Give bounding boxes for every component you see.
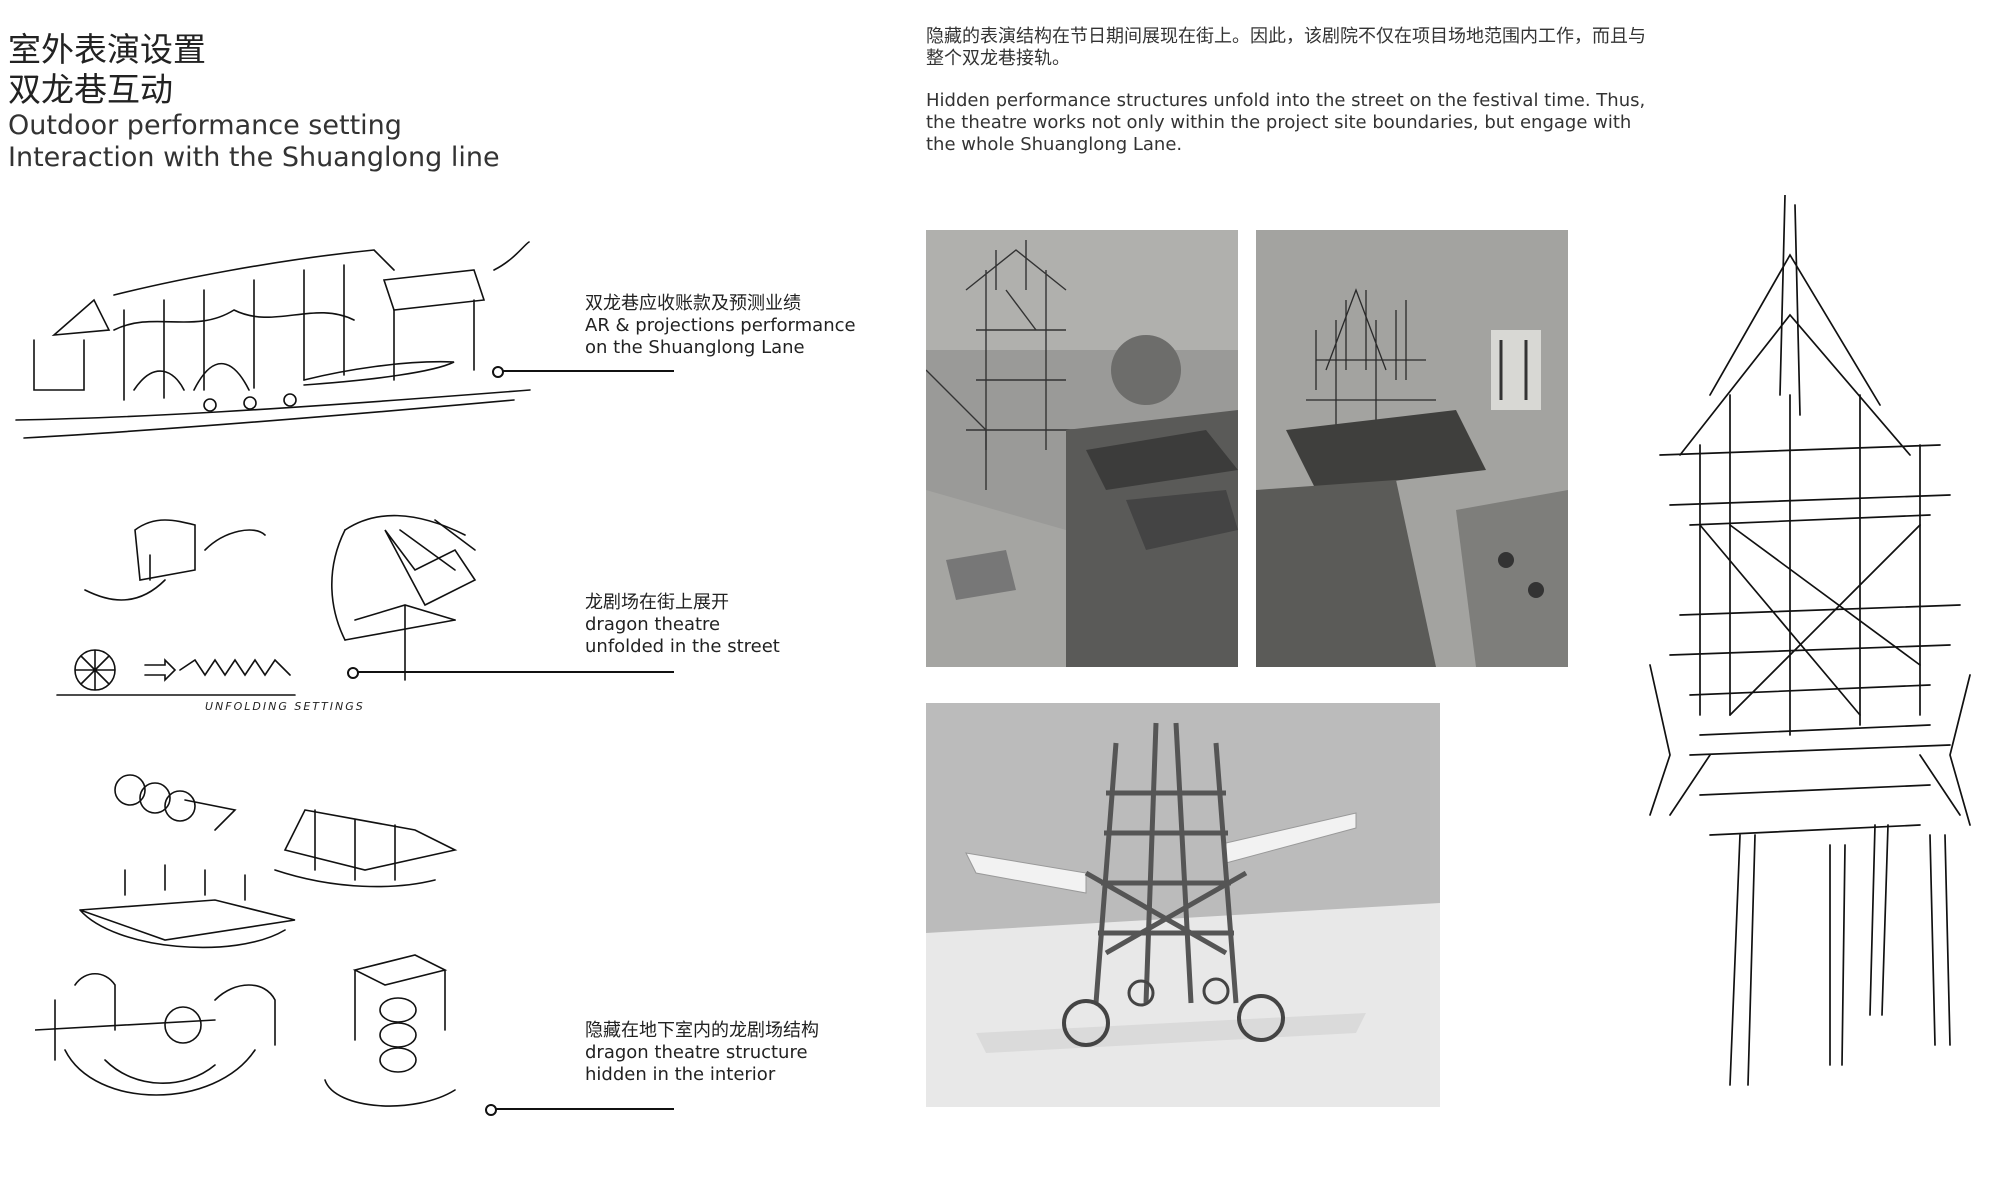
caption-2-en-2: unfolded in the street <box>585 636 780 657</box>
caption-1-en-1: AR & projections performance <box>585 315 856 336</box>
leader-2-dot <box>347 667 359 679</box>
leader-3-line <box>495 1108 674 1110</box>
page-title-en: Outdoor performance setting Interaction … <box>8 110 500 174</box>
caption-3-cn: 隐藏在地下室内的龙剧场结构 <box>585 1020 819 1041</box>
painting-right <box>1256 230 1568 667</box>
caption-3-en-2: hidden in the interior <box>585 1064 776 1085</box>
intro-en: Hidden performance structures unfold int… <box>926 90 1646 155</box>
leader-3-dot <box>485 1104 497 1116</box>
leader-1-dot <box>492 366 504 378</box>
caption-1: 双龙巷应收账款及预测业绩 AR & projections performanc… <box>585 293 856 359</box>
caption-2: 龙剧场在街上展开 dragon theatre unfolded in the … <box>585 592 780 658</box>
leader-1-line <box>502 370 674 372</box>
street-sketch <box>14 240 534 450</box>
title-cn-line-2: 双龙巷互动 <box>8 70 173 109</box>
caption-3-en-1: dragon theatre structure <box>585 1042 808 1063</box>
tower-sketch <box>1630 195 2000 1095</box>
interior-sketch <box>35 770 505 1130</box>
title-en-line-2: Interaction with the Shuanglong line <box>8 142 500 173</box>
unfolding-sketch <box>55 510 535 720</box>
caption-3: 隐藏在地下室内的龙剧场结构 dragon theatre structure h… <box>585 1020 819 1086</box>
title-cn-line-1: 室外表演设置 <box>8 30 206 69</box>
caption-2-cn: 龙剧场在街上展开 <box>585 592 729 613</box>
intro-cn: 隐藏的表演结构在节日期间展现在街上。因此，该剧院不仅在项目场地范围内工作，而且与… <box>926 26 1646 69</box>
intro-text: 隐藏的表演结构在节日期间展现在街上。因此，该剧院不仅在项目场地范围内工作，而且与… <box>926 26 1646 176</box>
page-title-cn: 室外表演设置 双龙巷互动 <box>8 30 206 110</box>
leader-2-line <box>357 671 674 673</box>
title-en-line-1: Outdoor performance setting <box>8 110 402 141</box>
tower-render <box>926 703 1440 1107</box>
handwritten-label: UNFOLDING SETTINGS <box>205 700 365 713</box>
caption-1-en-2: on the Shuanglong Lane <box>585 337 805 358</box>
caption-2-en-1: dragon theatre <box>585 614 721 635</box>
caption-1-cn: 双龙巷应收账款及预测业绩 <box>585 293 801 314</box>
painting-left <box>926 230 1238 667</box>
